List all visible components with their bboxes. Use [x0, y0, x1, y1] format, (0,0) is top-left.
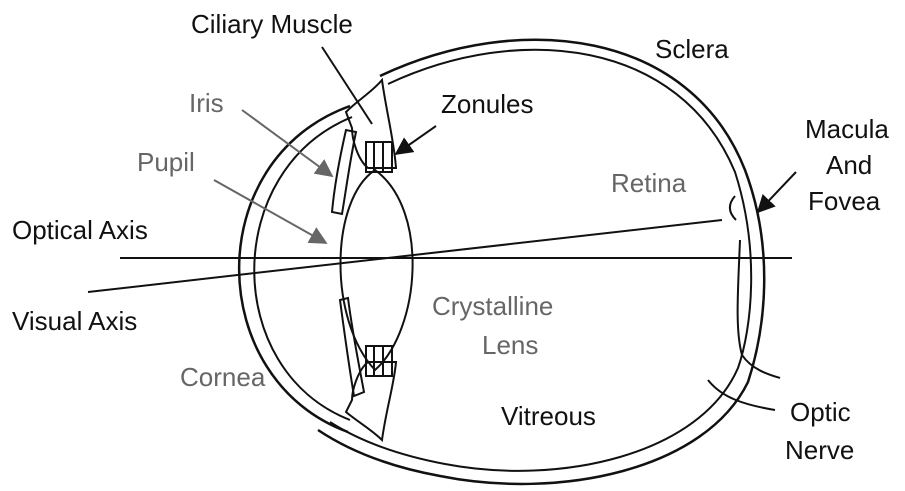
label-sclera: Sclera	[655, 34, 729, 64]
label-ciliary-muscle: Ciliary Muscle	[191, 9, 353, 39]
label-optic: Optic	[790, 397, 851, 427]
crystalline-lens	[340, 170, 412, 370]
zonules-arrow	[396, 126, 436, 154]
label-visual-axis: Visual Axis	[12, 306, 137, 336]
label-fovea: Fovea	[808, 186, 881, 216]
label-vitreous: Vitreous	[501, 401, 596, 431]
label-crystalline: Crystalline	[432, 291, 553, 321]
macula-arrow	[758, 172, 796, 212]
label-optical-axis: Optical Axis	[12, 215, 148, 245]
macula-dip	[730, 196, 736, 220]
label-macula: Macula	[805, 114, 889, 144]
ciliary-body-lower	[346, 362, 396, 440]
label-zonules: Zonules	[441, 89, 534, 119]
pupil-arrow	[214, 180, 326, 243]
optic-nerve-upper	[738, 240, 780, 378]
label-and: And	[826, 150, 872, 180]
label-iris: Iris	[189, 88, 224, 118]
label-cornea: Cornea	[180, 362, 266, 392]
label-lens: Lens	[482, 330, 538, 360]
label-retina: Retina	[611, 168, 687, 198]
visual-axis-line	[88, 220, 722, 292]
label-nerve: Nerve	[785, 435, 854, 465]
iris-lower	[340, 298, 364, 396]
label-pupil: Pupil	[137, 147, 195, 177]
